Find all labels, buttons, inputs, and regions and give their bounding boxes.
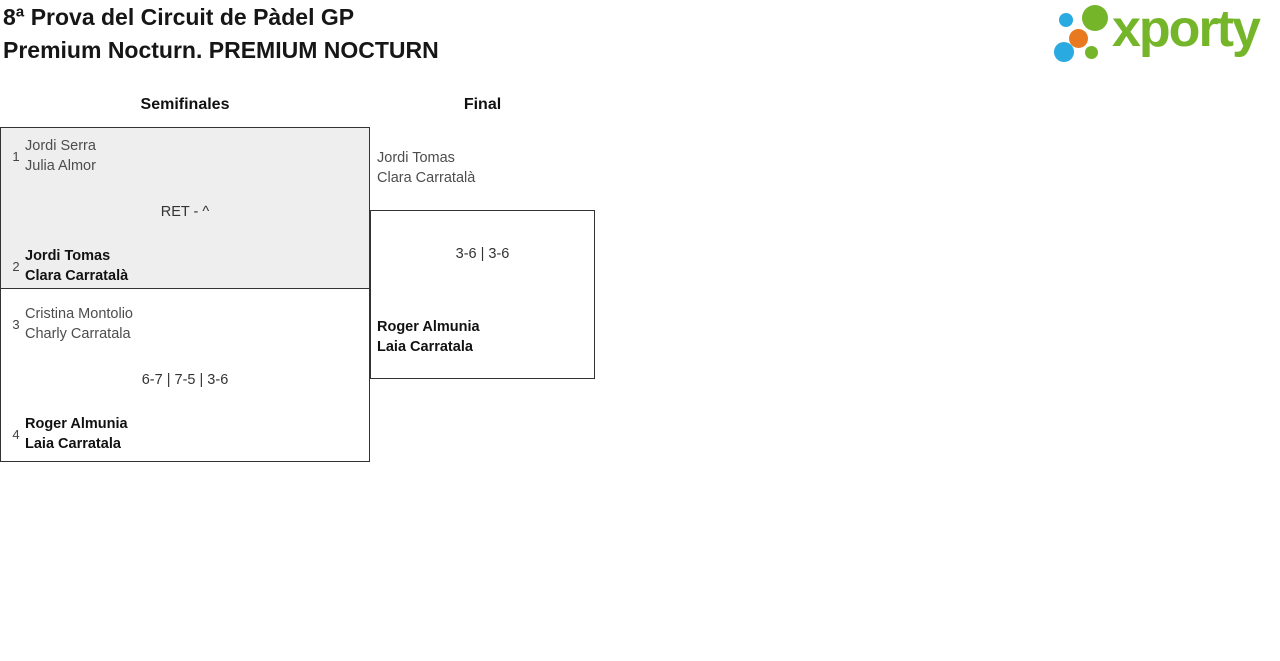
logo-dot-green-large-icon	[1082, 5, 1108, 31]
team-entry-seed3[interactable]: 3 Cristina Montolio Charly Carratala	[7, 305, 133, 344]
team-seed: 3	[12, 317, 20, 332]
match-box-semifinal-1: 1 Jordi Serra Julia Almor RET - ^ 2 Jord…	[0, 127, 370, 289]
team-seed: 2	[12, 259, 20, 274]
round-header-final: Final	[463, 96, 502, 113]
team-entry-seed2[interactable]: 2 Jordi Tomas Clara Carratalà	[7, 247, 128, 286]
logo-wordmark: xporty	[1112, 0, 1261, 58]
logo-dot-green-small-icon	[1085, 46, 1098, 59]
tournament-title-line-1: 8ª Prova del Circuit de Pàdel GP	[3, 4, 355, 30]
team-entry-seed4[interactable]: 4 Roger Almunia Laia Carratala	[7, 415, 128, 454]
team-seed: 4	[12, 427, 20, 442]
player-name: Julia Almor	[25, 157, 96, 174]
team-entry-final-bottom[interactable]: Roger Almunia Laia Carratala	[377, 318, 480, 357]
tournament-title: 8ª Prova del Circuit de Pàdel GP Premium…	[3, 1, 439, 67]
logo-dot-orange-icon	[1069, 29, 1088, 48]
match-box-semifinal-2: 3 Cristina Montolio Charly Carratala 6-7…	[0, 288, 370, 462]
xporty-logo[interactable]: xporty	[1045, 0, 1280, 75]
round-header-semifinales: Semifinales	[140, 96, 230, 113]
player-name: Jordi Tomas	[377, 150, 455, 166]
player-name: Roger Almunia	[25, 416, 128, 432]
player-name: Jordi Tomas	[25, 248, 111, 264]
team-entry-seed1[interactable]: 1 Jordi Serra Julia Almor	[7, 137, 96, 176]
logo-dot-blue-small-icon	[1059, 13, 1073, 27]
player-name: Clara Carratalà	[377, 169, 476, 186]
player-name: Jordi Serra	[25, 138, 96, 154]
player-name: Clara Carratalà	[25, 267, 129, 284]
logo-dot-blue-large-icon	[1054, 42, 1074, 62]
player-name: Roger Almunia	[377, 319, 480, 335]
match-box-final: 3-6 | 3-6 Roger Almunia Laia Carratala	[370, 210, 595, 379]
team-entry-final-top[interactable]: Jordi Tomas Clara Carratalà	[377, 149, 475, 188]
tournament-title-line-2: Premium Nocturn. PREMIUM NOCTURN	[3, 37, 439, 63]
player-name: Laia Carratala	[25, 435, 121, 452]
match-score: 3-6 | 3-6	[455, 246, 510, 262]
match-score: RET - ^	[160, 204, 210, 220]
player-name: Charly Carratala	[25, 325, 131, 342]
player-name: Laia Carratala	[377, 338, 473, 355]
team-seed: 1	[12, 149, 20, 164]
match-score: 6-7 | 7-5 | 3-6	[141, 372, 229, 388]
player-name: Cristina Montolio	[25, 306, 133, 322]
